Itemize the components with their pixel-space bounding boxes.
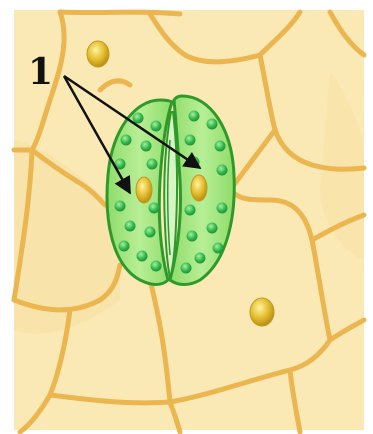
guard-cell-nucleus-right xyxy=(191,175,207,201)
chloroplast xyxy=(147,159,158,170)
chloroplast xyxy=(137,251,148,262)
cell-wall xyxy=(60,12,180,14)
chloroplast xyxy=(217,203,228,214)
chloroplast xyxy=(207,119,218,130)
stoma xyxy=(107,96,234,285)
guard-cell-nucleus-left xyxy=(136,177,152,203)
chloroplast xyxy=(217,165,228,176)
chloroplast xyxy=(215,141,226,152)
chloroplast xyxy=(185,205,196,216)
chloroplast xyxy=(125,221,136,232)
chloroplast xyxy=(151,261,162,272)
chloroplast xyxy=(181,263,192,274)
chloroplast xyxy=(213,243,224,254)
chloroplast xyxy=(195,253,206,264)
chloroplast xyxy=(121,135,132,146)
chloroplast xyxy=(207,223,218,234)
chloroplast xyxy=(119,241,130,252)
chloroplast xyxy=(151,121,162,132)
chloroplast xyxy=(187,231,198,242)
chloroplast xyxy=(133,113,144,124)
chloroplast xyxy=(149,203,160,214)
chloroplast xyxy=(189,111,200,122)
chloroplast xyxy=(185,135,196,146)
epidermal-nucleus xyxy=(250,298,274,326)
chloroplast xyxy=(145,227,156,238)
chloroplast xyxy=(141,141,152,152)
chloroplast xyxy=(115,201,126,212)
epidermal-nucleus xyxy=(87,41,109,67)
callout-label: 1 xyxy=(28,51,53,93)
